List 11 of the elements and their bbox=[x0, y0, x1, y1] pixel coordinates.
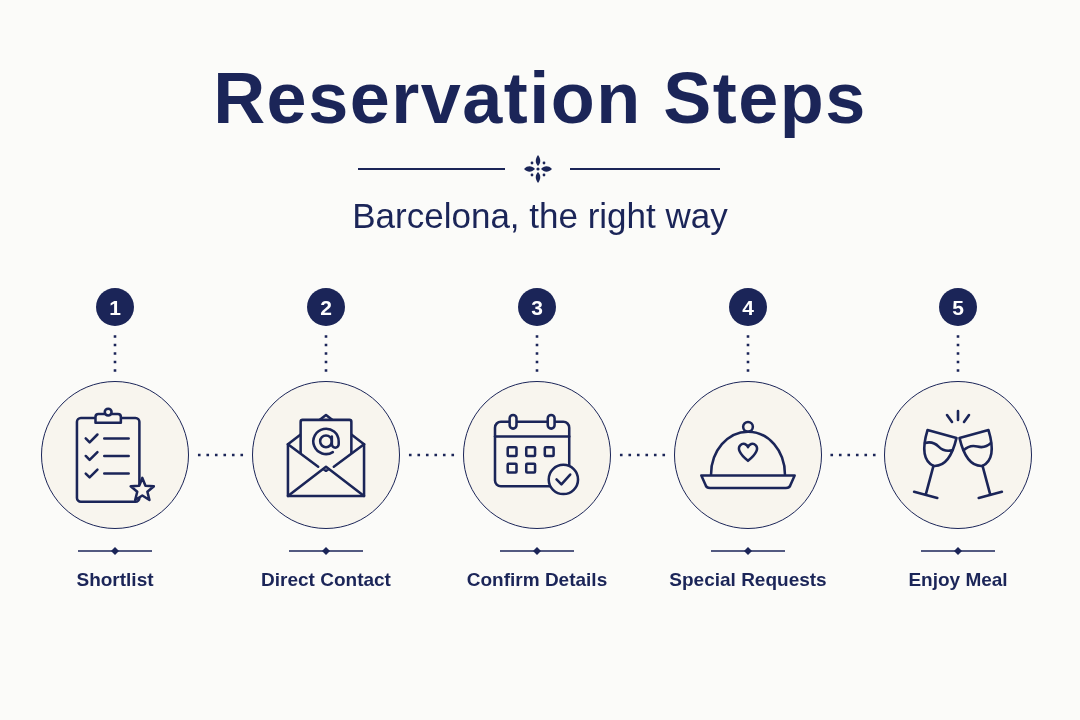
step-label: Enjoy Meal bbox=[908, 568, 1008, 591]
step-number-badge: 5 bbox=[939, 288, 977, 326]
step-label: Special Requests bbox=[669, 568, 827, 591]
step-number-badge: 1 bbox=[96, 288, 134, 326]
step-label: Direct Contact bbox=[261, 568, 391, 591]
step-number-badge: 4 bbox=[729, 288, 767, 326]
subtitle: Barcelona, the right way bbox=[352, 198, 728, 233]
step-number-badge: 3 bbox=[518, 288, 556, 326]
step-label: Shortlist bbox=[76, 568, 154, 591]
step-label: Confirm Details bbox=[466, 568, 608, 591]
step-number-badge: 2 bbox=[307, 288, 345, 326]
